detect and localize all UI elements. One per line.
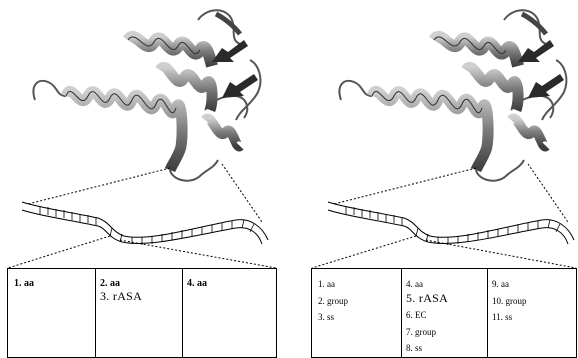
left-col2-item: 3. rASA — [100, 289, 142, 304]
right-col-2: 4. aa 5. rASA 6. EC 7. group 8. ss — [402, 269, 488, 357]
left-feature-table: 1. aa 2. aa 3. rASA 4. aa — [7, 268, 277, 358]
right-col2-item: 6. EC — [406, 310, 427, 320]
right-col1-item: 1. aa — [318, 279, 335, 289]
right-col3-item: 10. group — [492, 296, 527, 306]
left-col-1: 1. aa — [8, 269, 96, 357]
right-col2-item: 5. rASA — [406, 291, 448, 306]
left-col2-item: 2. aa — [100, 278, 120, 289]
right-col2-item: 7. group — [406, 327, 436, 337]
right-feature-table: 1. aa 2. group 3. ss 4. aa 5. rASA 6. EC… — [311, 268, 577, 358]
right-col2-item: 8. ss — [406, 343, 422, 353]
left-sequence-strand — [22, 202, 268, 245]
left-col3-item: 4. aa — [187, 278, 207, 289]
right-protein-structure — [339, 10, 566, 180]
right-col3-item: 9. aa — [492, 279, 509, 289]
right-col2-item: 4. aa — [406, 279, 423, 289]
left-col1-item: 1. aa — [14, 278, 34, 289]
right-col1-item: 2. group — [318, 296, 348, 306]
right-col-3: 9. aa 10. group 11. ss — [488, 269, 576, 357]
right-col-1: 1. aa 2. group 3. ss — [312, 269, 402, 357]
left-col-3: 4. aa — [183, 269, 276, 357]
right-col3-item: 11. ss — [492, 312, 512, 322]
right-col1-item: 3. ss — [318, 312, 334, 322]
right-sequence-strand — [328, 202, 574, 245]
left-col-2: 2. aa 3. rASA — [96, 269, 183, 357]
left-protein-structure — [33, 10, 260, 180]
